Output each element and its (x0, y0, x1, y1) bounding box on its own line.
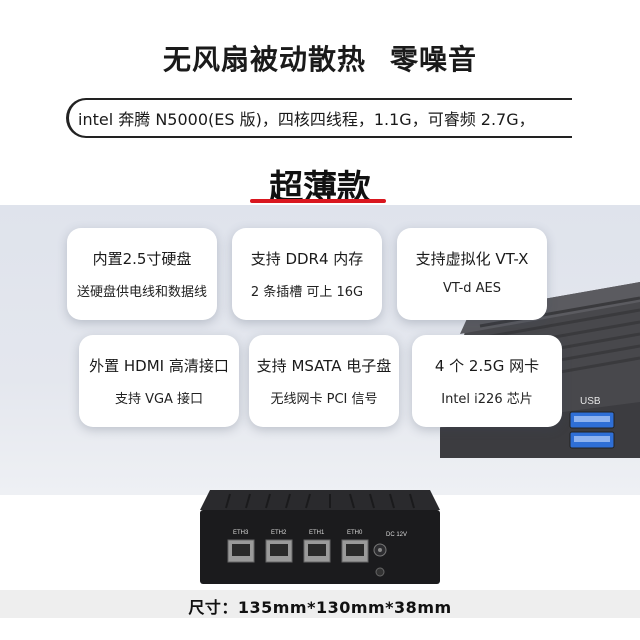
power-label: DC 12V (386, 532, 407, 538)
size-bar (0, 590, 640, 618)
dimensions-text: 尺寸：135mm*130mm*38mm (188, 598, 452, 617)
feature-subtitle: VT-d AES (442, 281, 502, 296)
feature-card-virtualization: 支持虚拟化 VT-X VT-d AES (397, 228, 547, 320)
feature-title: 支持 DDR4 内存 (250, 250, 364, 268)
headline: 无风扇被动散热零噪音 (0, 38, 640, 78)
cpu-spec-text: intel 奔腾 N5000(ES 版)，四核四线程，1.1G，可睿频 2.7G… (78, 110, 535, 129)
usb-icon (569, 411, 615, 449)
feature-card-memory: 支持 DDR4 内存 2 条插槽 可上 16G (232, 228, 382, 320)
feature-subtitle: Intel i226 芯片 (441, 392, 533, 407)
feature-title: 外置 HDMI 高清接口 (89, 357, 229, 375)
feature-subtitle: 送硬盘供电线和数据线 (76, 285, 207, 300)
headline-silent: 零噪音 (390, 43, 478, 76)
feature-card-nic: 4 个 2.5G 网卡 Intel i226 芯片 (412, 335, 562, 427)
port-label: ETH3 (233, 530, 249, 536)
top-background (0, 0, 640, 205)
feature-title: 支持 MSATA 电子盘 (256, 357, 392, 375)
feature-card-hdd: 内置2.5寸硬盘 送硬盘供电线和数据线 (67, 228, 217, 320)
headline-fanless: 无风扇被动散热 (162, 43, 366, 76)
feature-title: 4 个 2.5G 网卡 (434, 357, 540, 375)
feature-subtitle: 支持 VGA 接口 (114, 392, 204, 407)
port-label: ETH1 (309, 530, 325, 536)
ethernet-ports (227, 539, 369, 563)
feature-title: 支持虚拟化 VT-X (415, 250, 529, 268)
spec-frame (66, 98, 572, 138)
feature-subtitle: 2 条插槽 可上 16G (250, 285, 364, 300)
port-label: ETH2 (271, 530, 287, 536)
power-button-icon (375, 567, 385, 577)
feature-card-hdmi: 外置 HDMI 高清接口 支持 VGA 接口 (79, 335, 239, 427)
usb-label: USB (580, 396, 601, 407)
feature-subtitle: 无线网卡 PCI 信号 (270, 392, 378, 407)
feature-title: 内置2.5寸硬盘 (92, 250, 192, 268)
front-device-image: ETH3 ETH2 ETH1 ETH0 DC 12V (200, 490, 440, 584)
feature-card-msata: 支持 MSATA 电子盘 无线网卡 PCI 信号 (249, 335, 399, 427)
title-underline (250, 199, 386, 203)
port-label: ETH0 (347, 530, 363, 536)
